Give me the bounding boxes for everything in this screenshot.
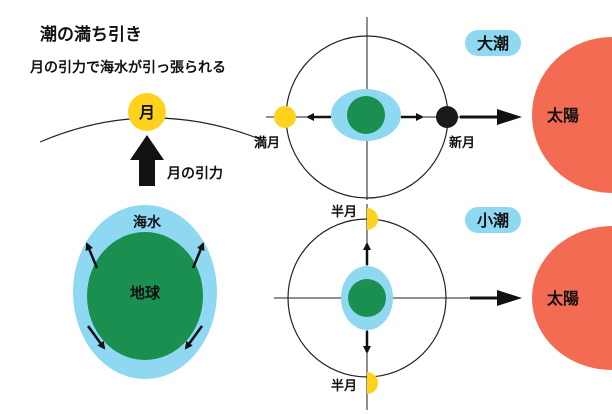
gravity-arrow [130, 135, 164, 186]
bulge-arrow-upper-right [191, 242, 205, 269]
diagram-title: 潮の満ち引き [40, 24, 142, 45]
moon-label: 月 [138, 103, 155, 122]
new-moon-circle [436, 106, 458, 128]
full-moon-label: 満月 [254, 135, 280, 151]
bulge-arrow-lower-right [184, 325, 204, 350]
neap-earth-circle [348, 279, 386, 317]
half-moon-top [367, 208, 378, 230]
full-moon-circle [274, 106, 296, 128]
half-moon-bottom-label: 半月 [331, 378, 357, 394]
half-moon-top-label: 半月 [331, 204, 357, 220]
sea-water-label: 海水 [133, 214, 162, 231]
spring-tide-badge-bg [465, 30, 521, 56]
spring-tide-badge: 大潮 [477, 34, 509, 53]
spring-tide-panel: 満月 新月 大潮 [254, 17, 522, 200]
neap-tide-panel: 半月 半月 小潮 [274, 204, 522, 410]
diagram-subtitle: 月の引力で海水が引っ張られる [29, 59, 226, 76]
gravity-label: 月の引力 [166, 165, 223, 182]
bulge-arrow-upper-left [85, 242, 99, 269]
sun-lower-label: 太陽 [546, 289, 579, 308]
half-moon-bottom [367, 372, 378, 394]
spring-earth-circle [347, 96, 385, 134]
neap-tide-badge-bg [465, 207, 521, 233]
neap-tide-badge: 小潮 [477, 211, 509, 230]
neap-sun-ray-head [497, 290, 522, 306]
left-panel: 月 月の引力 海水 地球 [39, 93, 263, 379]
spring-sun-ray-head [497, 109, 522, 125]
earth-ellipse [87, 232, 203, 360]
sun-upper-label: 太陽 [546, 106, 579, 125]
sun-lower-disk [532, 226, 612, 370]
sun-upper-disk [532, 37, 612, 193]
new-moon-label: 新月 [449, 135, 475, 151]
bulge-arrow-lower-left [86, 325, 106, 350]
moon-circle [128, 93, 166, 131]
earth-label: 地球 [130, 284, 161, 302]
